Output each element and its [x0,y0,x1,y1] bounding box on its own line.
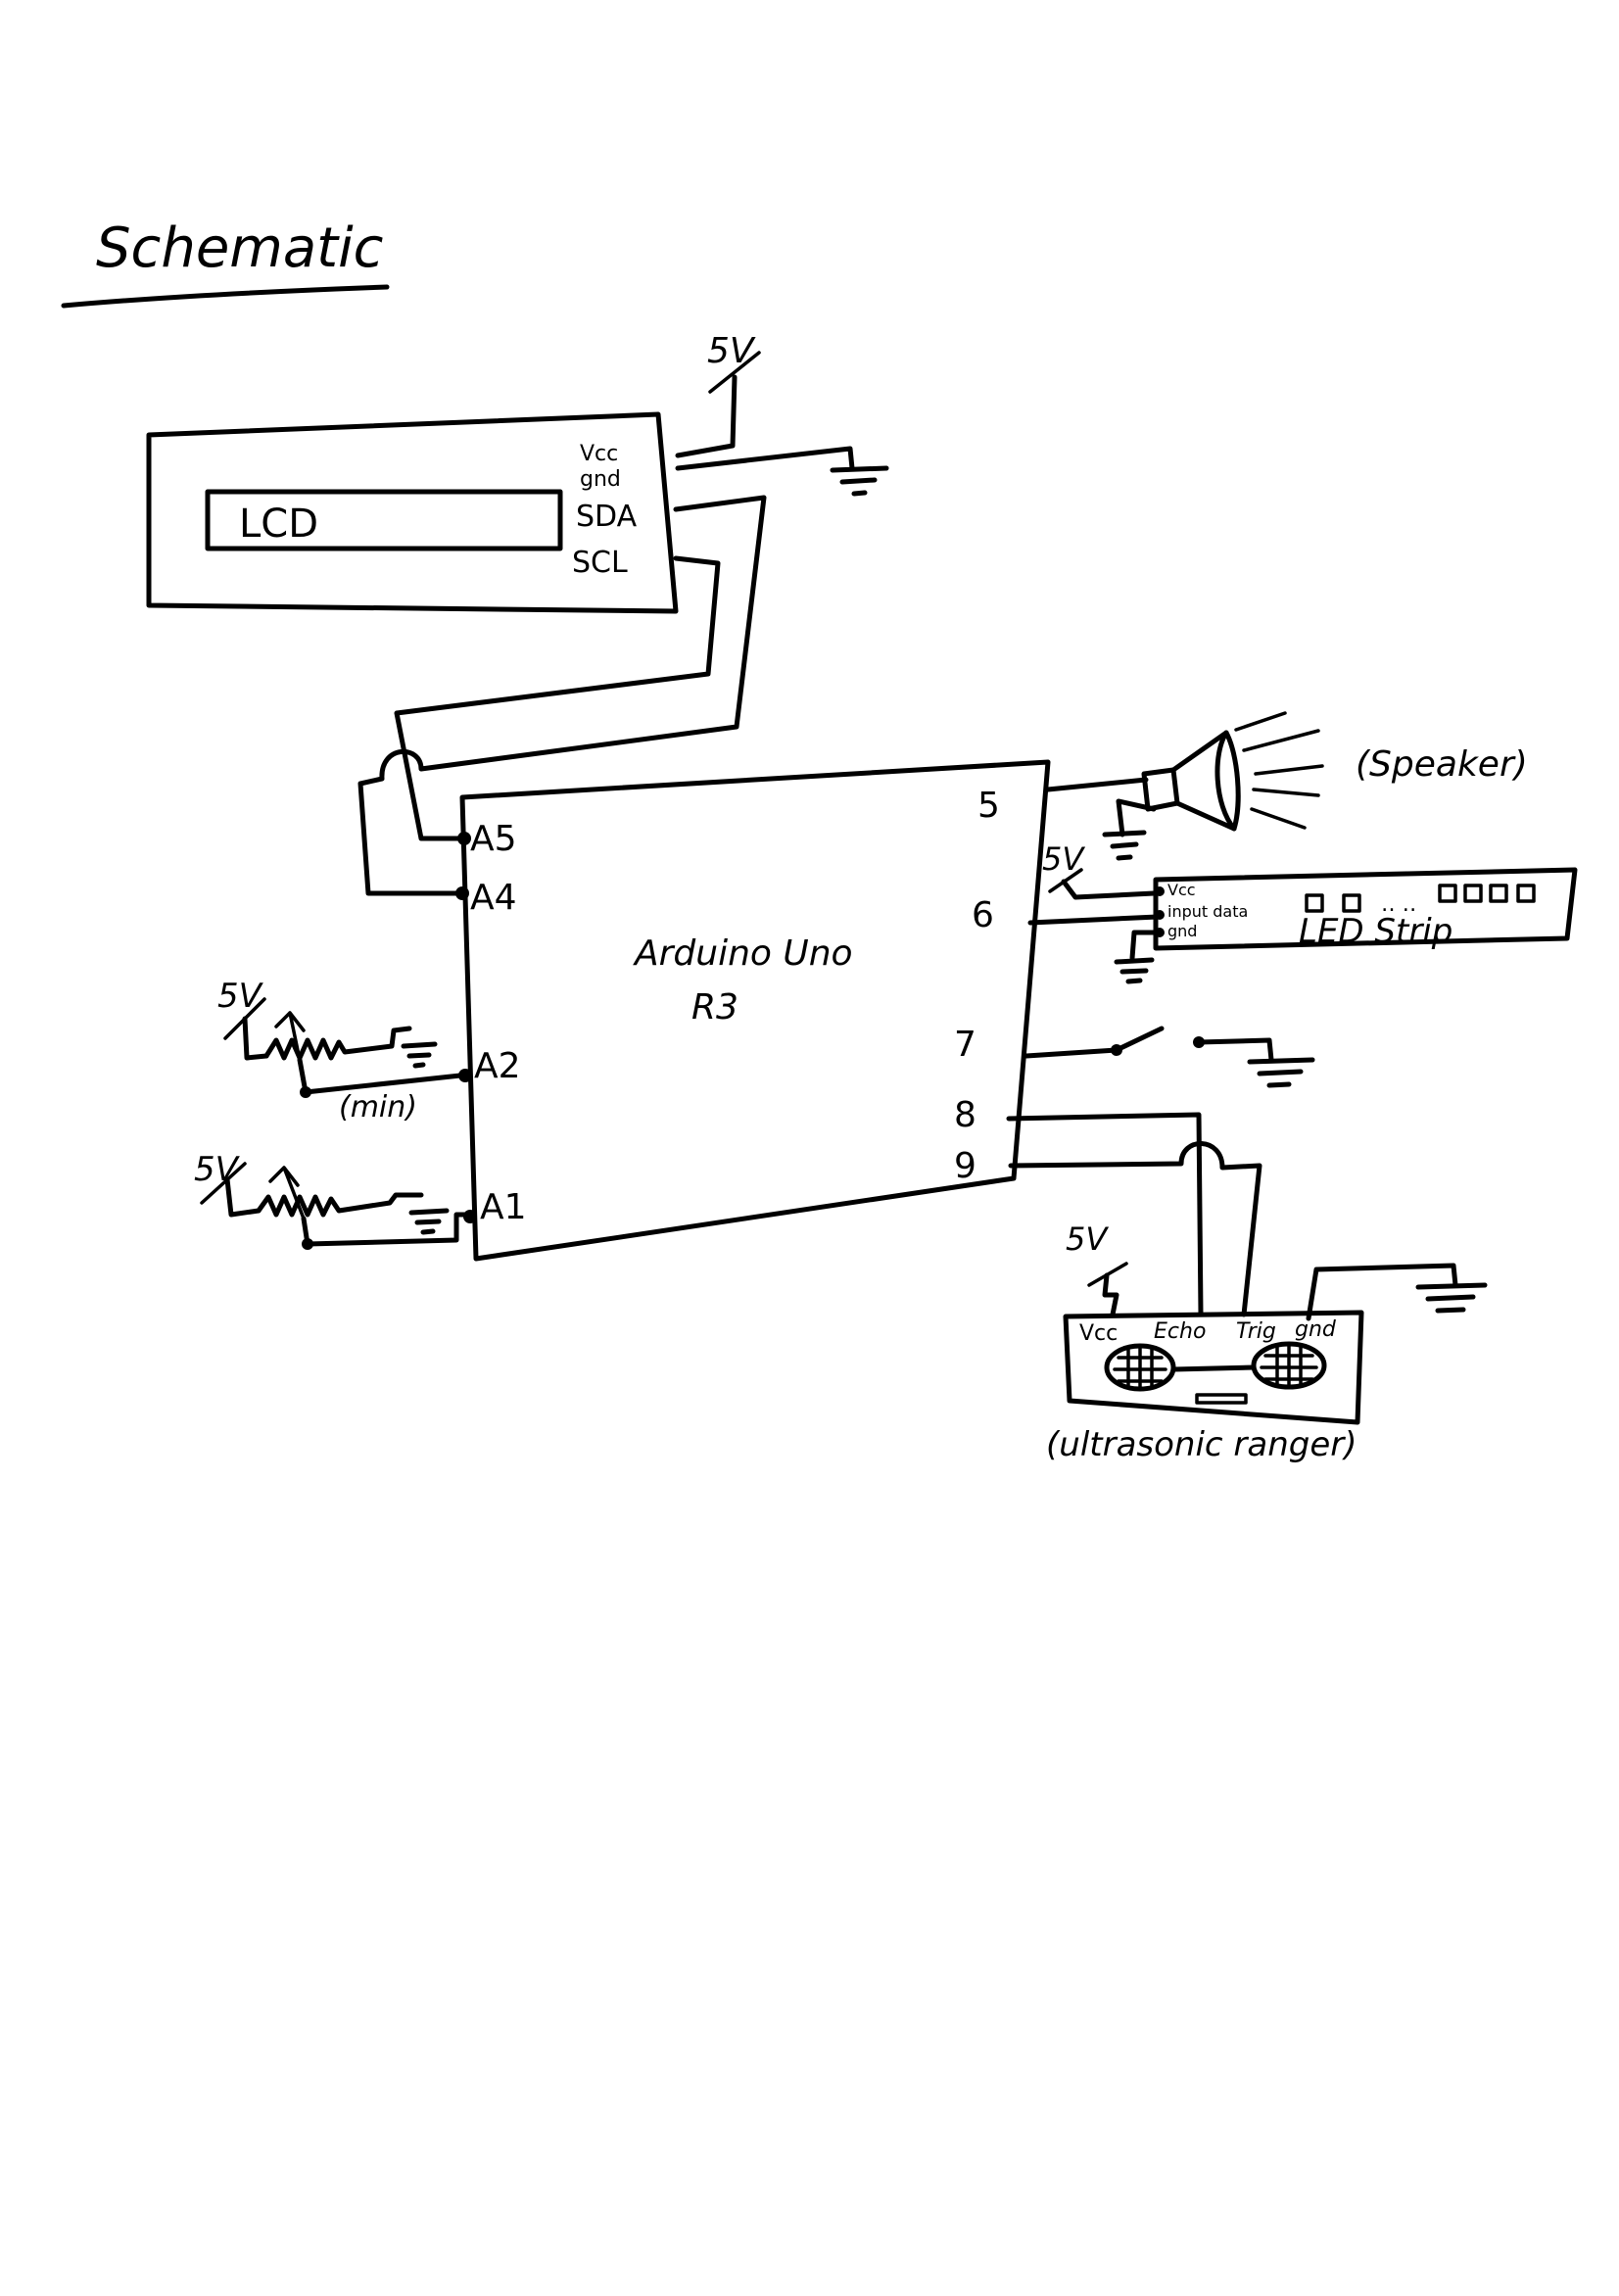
lcd-pin-gnd: gnd [580,467,621,492]
junction-a5 [457,832,471,845]
led-strip-label: LED Strip [1299,912,1452,951]
led-pixel-icon [1516,884,1536,903]
junction-a4 [455,886,469,900]
arduino-label: Arduino Uno [633,933,853,974]
ultra-transducer-left-icon [1104,1343,1176,1392]
potentiometer-a1: 5V [194,1150,471,1250]
pin-9-label: 9 [954,1146,976,1186]
pot-a2-wiper-icon [274,1011,306,1062]
pin-8-label: 8 [954,1095,976,1135]
lcd-pin-scl: SCL [572,546,628,580]
pot-a1-5v-label: 5V [194,1150,241,1189]
ultrasonic-label: (ultrasonic ranger) [1046,1425,1357,1464]
led-pixel-icon [1489,884,1508,903]
led-ground-symbol [1114,957,1155,984]
pot-a1-wiper-icon [268,1166,306,1220]
led-pixel-icon [1463,884,1483,903]
pin-a2-label: A2 [474,1046,521,1086]
lcd-ground-symbol [830,465,889,497]
junction-a2 [458,1069,472,1082]
lcd-5v-label: 5V [707,331,756,371]
ultra-pin-vcc: Vcc [1079,1321,1118,1346]
led-pin-input-data: input data [1167,902,1248,921]
led-pin-vcc: Vcc [1167,881,1196,899]
ultra-ground-symbol [1415,1282,1488,1314]
led-pixel-icon [1438,884,1457,903]
potentiometer-a2: 5V (min) [217,977,463,1124]
led-strip: 5V Vcc input data gnd ‥ ‥ LED Strip [1027,840,1578,984]
ultrasonic-ranger: 5V Vcc Echo Trig gnd (ultrasonic ranger) [1006,1112,1488,1464]
pin-5-label: 5 [977,786,1000,826]
lcd-pin-sda: SDA [576,500,638,534]
led-pixel-icon [1305,893,1324,913]
speaker-label: (Speaker) [1356,744,1528,785]
arduino-revision: R3 [691,987,738,1028]
pot-a2-ground-symbol [401,1041,438,1069]
speaker-ground-symbol [1102,830,1147,861]
title-underline [61,284,390,309]
ultra-pin-trig: Trig [1236,1319,1276,1344]
lcd-power-wiring: 5V [675,331,889,497]
speaker: (Speaker) [1045,711,1528,861]
speaker-cone-icon [1170,730,1241,832]
pin-a1-label: A1 [480,1187,527,1227]
led-ellipsis: ‥ ‥ [1381,892,1416,917]
ultra-transducer-right-icon [1251,1341,1327,1390]
lcd-pin-vcc: Vcc [580,442,618,466]
ultra-pin-echo: Echo [1154,1319,1206,1344]
lcd-label: LCD [239,502,318,547]
led-pin-gnd: gnd [1167,922,1197,940]
pin-6-label: 6 [972,895,994,935]
switch-lever-icon [1114,1026,1165,1053]
pot-a1-ground-symbol [408,1208,450,1235]
switch-ground-symbol [1247,1057,1315,1088]
push-switch [1024,1026,1315,1088]
pot-a2-min-note: (min) [339,1090,417,1124]
arduino-board: Arduino Uno R3 A5 A4 A2 A1 5 6 7 8 9 [455,759,1051,1262]
ultra-pin-gnd: gnd [1295,1317,1337,1342]
ultra-5v-label: 5V [1066,1220,1109,1258]
led-pixel-icon [1342,893,1361,913]
pin-a4-label: A4 [470,878,517,918]
wire-sda-to-a4 [357,495,767,896]
lcd-module: LCD Vcc gnd SDA SCL [146,411,679,614]
pin-7-label: 7 [954,1025,976,1065]
pot-a2-5v-label: 5V [217,977,264,1016]
page-title: Schematic [96,216,384,280]
pin-a5-label: A5 [470,819,517,859]
wire-scl-to-a5 [394,555,721,841]
